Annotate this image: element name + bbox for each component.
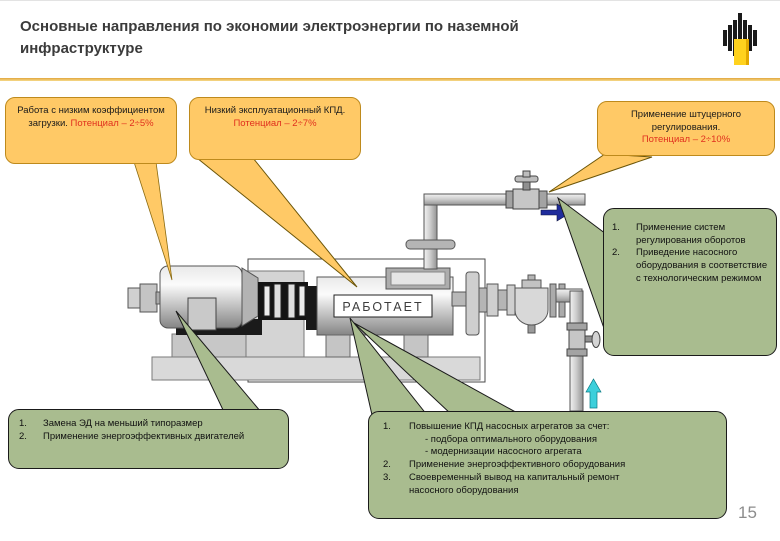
list-item: 3. Своевременный вывод на капитальный ре… bbox=[383, 472, 720, 497]
item-text: Своевременный вывод на капитальный ремон… bbox=[409, 471, 620, 496]
callout-motors: 1. Замена ЭД на меньший типоразмер 2. Пр… bbox=[8, 409, 289, 469]
discharge-piping bbox=[405, 170, 586, 270]
rosneft-logo-icon bbox=[716, 11, 764, 65]
item-text: Приведение насосного оборудования в соот… bbox=[636, 247, 768, 284]
callout-throttle-control: Применение штуцерного регулирования. Пот… bbox=[597, 101, 775, 156]
tail-load-factor bbox=[133, 161, 173, 281]
item-text: Применение систем регулирования оборотов bbox=[636, 222, 746, 246]
logo-bars bbox=[716, 11, 764, 65]
list-item: 1. Повышение КПД насосных агрегатов за с… bbox=[383, 421, 720, 459]
list-item: 2. Применение энергоэффективного оборудо… bbox=[383, 459, 720, 472]
title-divider bbox=[0, 78, 780, 81]
gate-valve bbox=[566, 322, 601, 357]
item-text: Повышение КПД насосных агрегатов за счет… bbox=[409, 421, 720, 459]
tail-throttle-control bbox=[548, 153, 653, 193]
shaft-coupling bbox=[258, 282, 308, 320]
list-item: 1. Применение систем регулирования оборо… bbox=[612, 222, 770, 247]
item-number: 1. bbox=[612, 222, 620, 233]
item-text: Применение энергоэффективного оборудован… bbox=[409, 459, 626, 471]
list-item: 2. Применение энергоэффективных двигател… bbox=[19, 431, 282, 444]
list-item: 1. Замена ЭД на меньший типоразмер bbox=[19, 418, 282, 431]
item-number: 1. bbox=[383, 421, 391, 432]
callout-throttle-text: Применение штуцерного регулирования. bbox=[630, 109, 742, 133]
item-subline: - подбора оптимального оборудования bbox=[425, 433, 597, 445]
callout-low-efficiency: Низкий эксплуатационный КПД. Потенциал –… bbox=[189, 97, 361, 160]
item-number: 3. bbox=[383, 471, 391, 483]
pump-status-text: РАБОТАЕТ bbox=[342, 300, 423, 314]
callout-speed-regulation: 1. Применение систем регулирования оборо… bbox=[603, 208, 777, 356]
logo-yellow-column bbox=[734, 39, 749, 65]
callout-pump-units: 1. Повышение КПД насосных агрегатов за с… bbox=[368, 411, 727, 519]
callout-load-factor-text: Работа с низким коэффициентом загрузки. bbox=[17, 105, 165, 129]
pump-status-plate bbox=[333, 294, 433, 318]
callout-low-efficiency-text: Низкий эксплуатационный КПД. bbox=[204, 105, 346, 116]
list-item: 2. Приведение насосного оборудования в с… bbox=[612, 247, 770, 285]
throttle-valve bbox=[505, 170, 548, 210]
item-number: 1. bbox=[19, 418, 27, 429]
item-number: 2. bbox=[383, 459, 391, 471]
item-subline: - модернизации насосного агрегата bbox=[425, 446, 582, 458]
item-number: 2. bbox=[612, 247, 620, 259]
pump-unit: РАБОТАЕТ bbox=[306, 267, 454, 358]
item-number: 2. bbox=[19, 430, 27, 442]
item-text: Применение энергоэффективных двигателей bbox=[43, 430, 245, 442]
page-number: 15 bbox=[738, 503, 757, 522]
page-title: Основные направления по экономии электро… bbox=[20, 18, 519, 57]
callout-low-efficiency-potential: Потенциал – 2÷7% bbox=[233, 117, 317, 129]
suction-piping bbox=[451, 271, 602, 412]
callout-load-factor-potential: Потенциал – 2÷5% bbox=[70, 117, 154, 129]
flow-arrow-up-icon bbox=[585, 378, 602, 409]
item-text-line: Повышение КПД насосных агрегатов за счет… bbox=[409, 421, 610, 432]
item-text: Замена ЭД на меньший типоразмер bbox=[43, 418, 203, 429]
callout-throttle-potential: Потенциал – 2÷10% bbox=[641, 134, 731, 146]
callout-load-factor: Работа с низким коэффициентом загрузки. … bbox=[5, 97, 177, 164]
strainer bbox=[514, 274, 549, 334]
electric-motor bbox=[127, 265, 259, 331]
